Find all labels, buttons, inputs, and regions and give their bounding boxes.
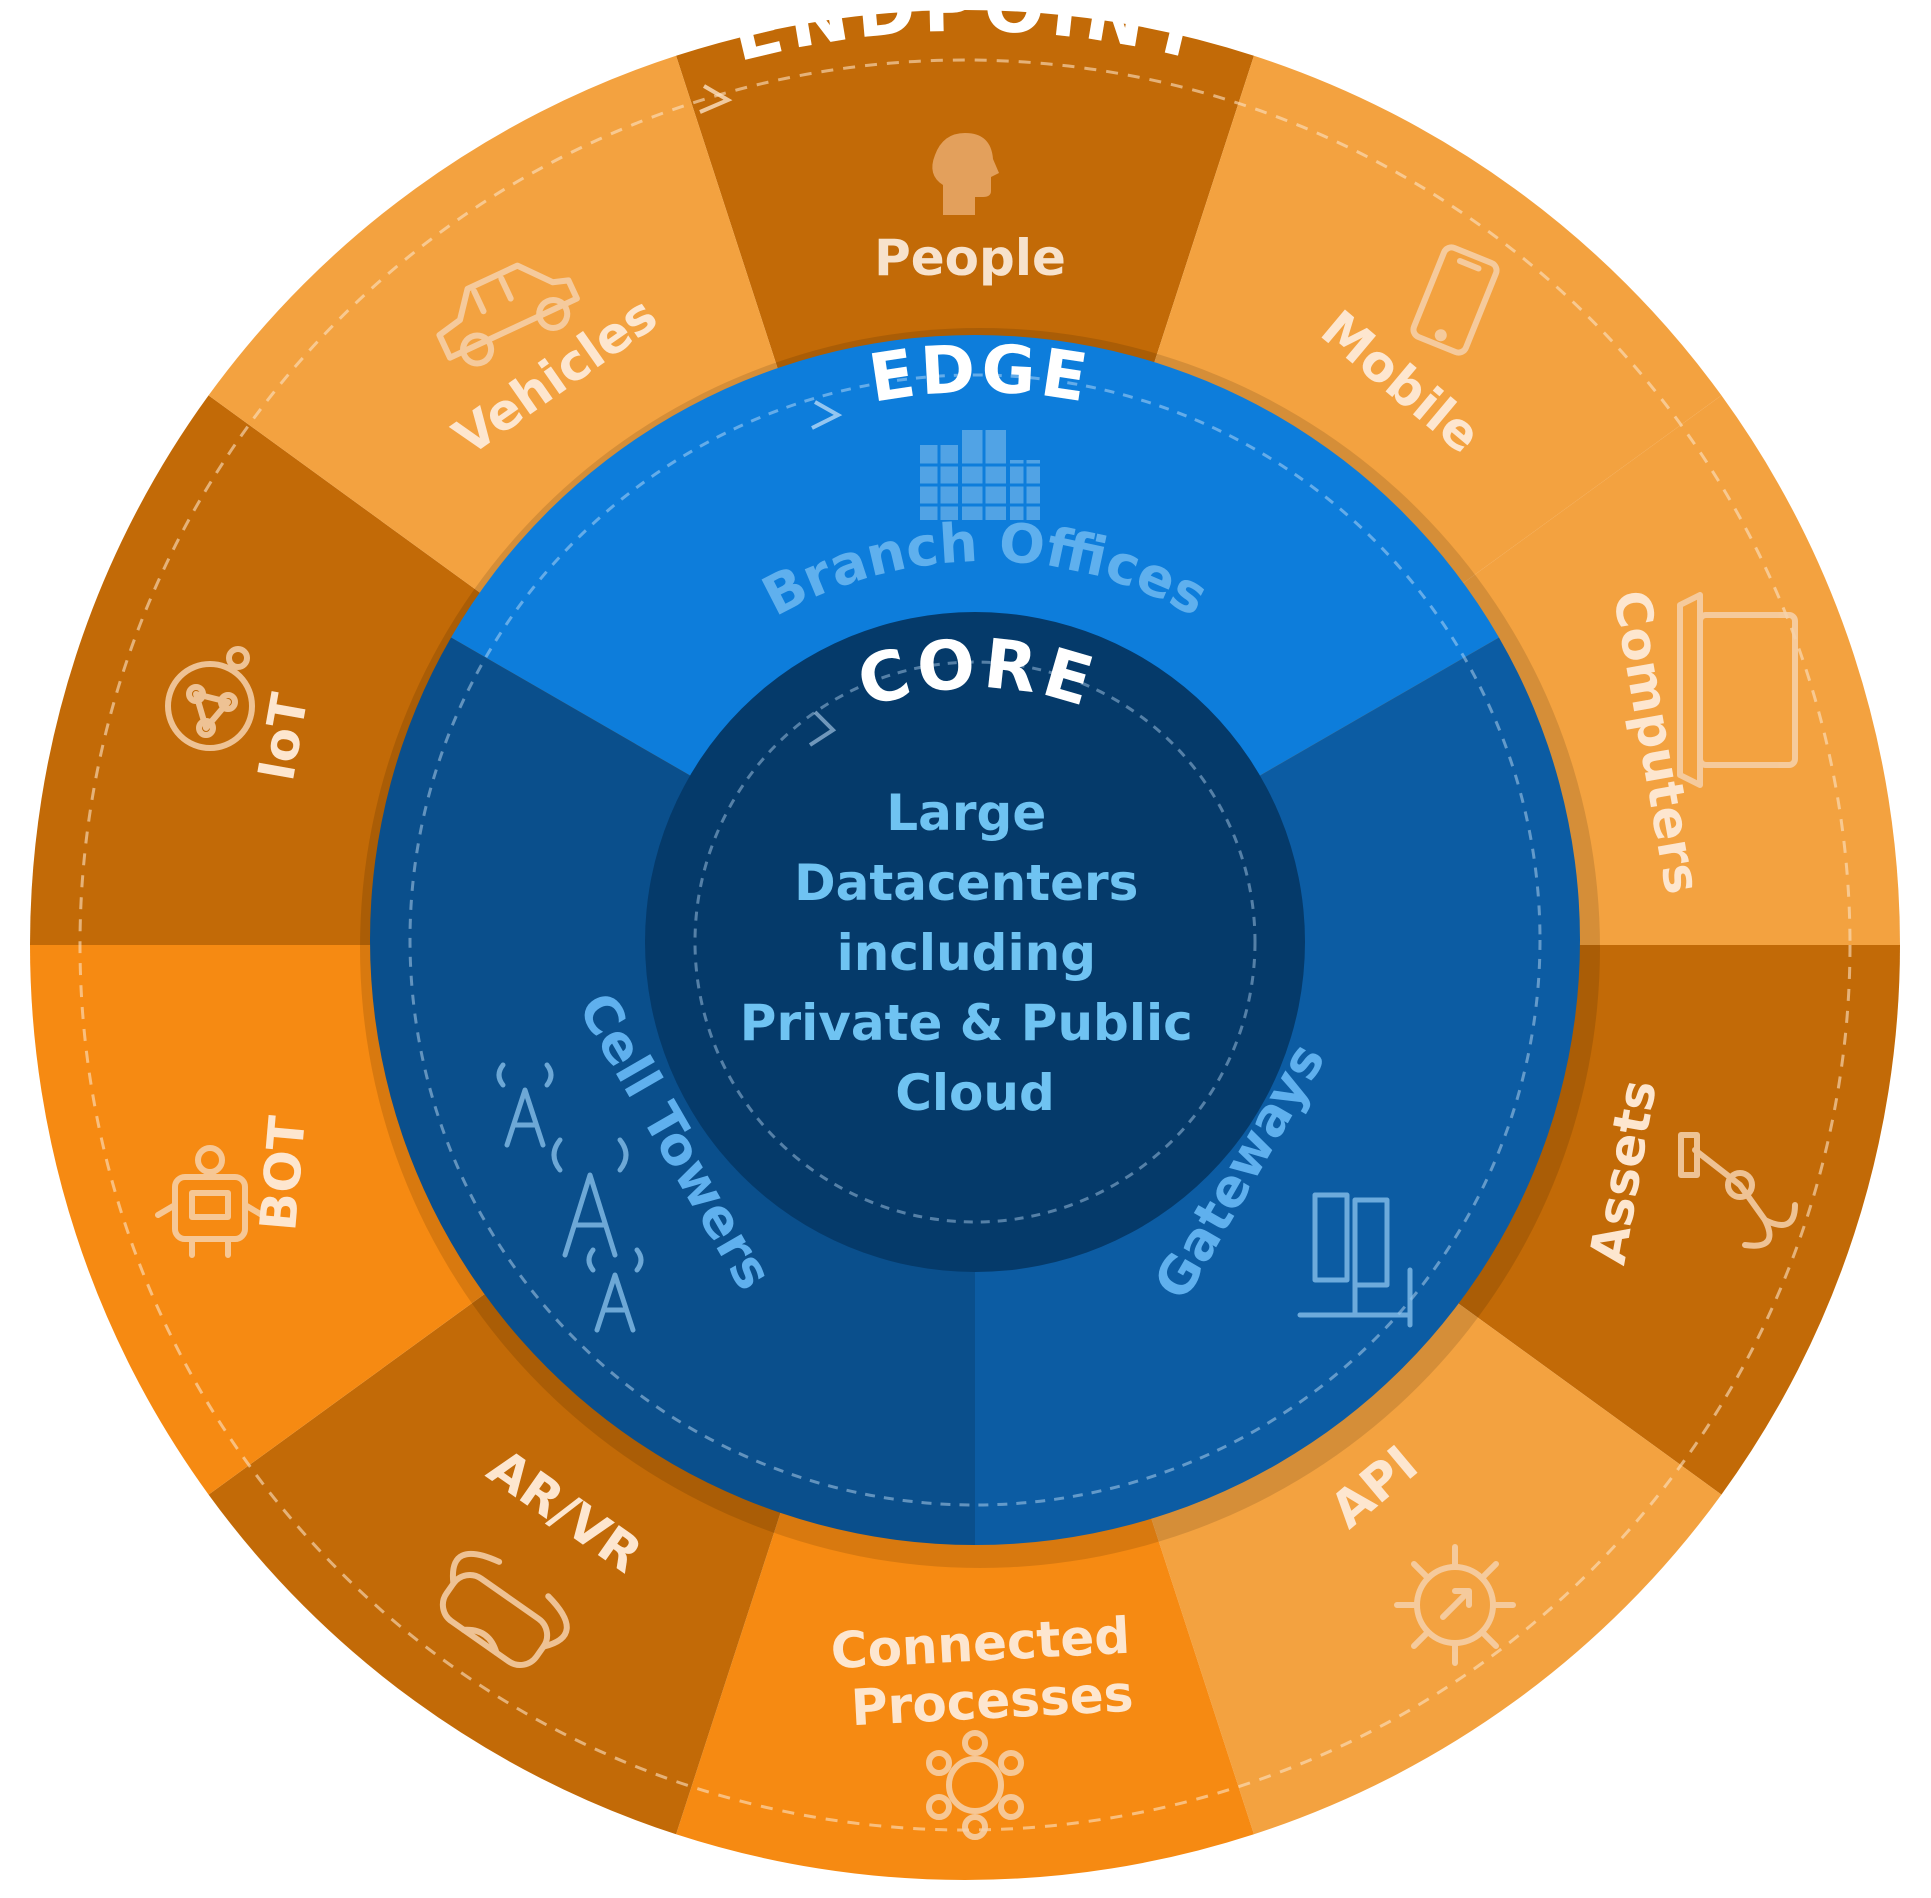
core-line-3: including	[837, 924, 1096, 982]
core-line-1: Large	[886, 784, 1046, 842]
endpoint-label-people: People	[874, 229, 1066, 287]
office-building-icon	[920, 430, 1040, 520]
smartphone-icon	[1410, 244, 1500, 356]
core-line-5: Cloud	[895, 1064, 1055, 1122]
person-head-icon	[932, 133, 999, 215]
core-track-arrow-icon	[808, 710, 837, 747]
core-description: Large Datacenters including Private & Pu…	[740, 784, 1210, 1122]
core-line-4: Private & Public	[740, 994, 1193, 1052]
robot-icon	[155, 1145, 265, 1258]
laptop-icon	[1677, 592, 1798, 788]
vr-headset-icon	[439, 1550, 570, 1668]
robotic-arm-icon	[1678, 1132, 1798, 1249]
edge-dashed-track	[408, 373, 1542, 1507]
endpoint-icons	[155, 133, 1798, 1840]
connected-nodes-icon	[926, 1730, 1024, 1840]
endpoint-label-connected-processes: Connected Processes	[829, 1606, 1151, 1738]
core-dashed-track	[693, 660, 1257, 1224]
car-icon	[436, 262, 580, 367]
core-circle	[645, 612, 1305, 1272]
server-gateway-icon	[1297, 1192, 1413, 1328]
core-line-2: Datacenters	[794, 854, 1138, 912]
edge-track-arrow-icon	[811, 400, 843, 430]
endpoint-track-arrow-icon	[699, 84, 733, 114]
network-globe-icon	[165, 646, 255, 751]
cell-tower-icon	[496, 1062, 644, 1333]
endpoint-label-bot: BOT	[249, 1114, 317, 1233]
gear-arrow-icon	[1394, 1544, 1516, 1666]
